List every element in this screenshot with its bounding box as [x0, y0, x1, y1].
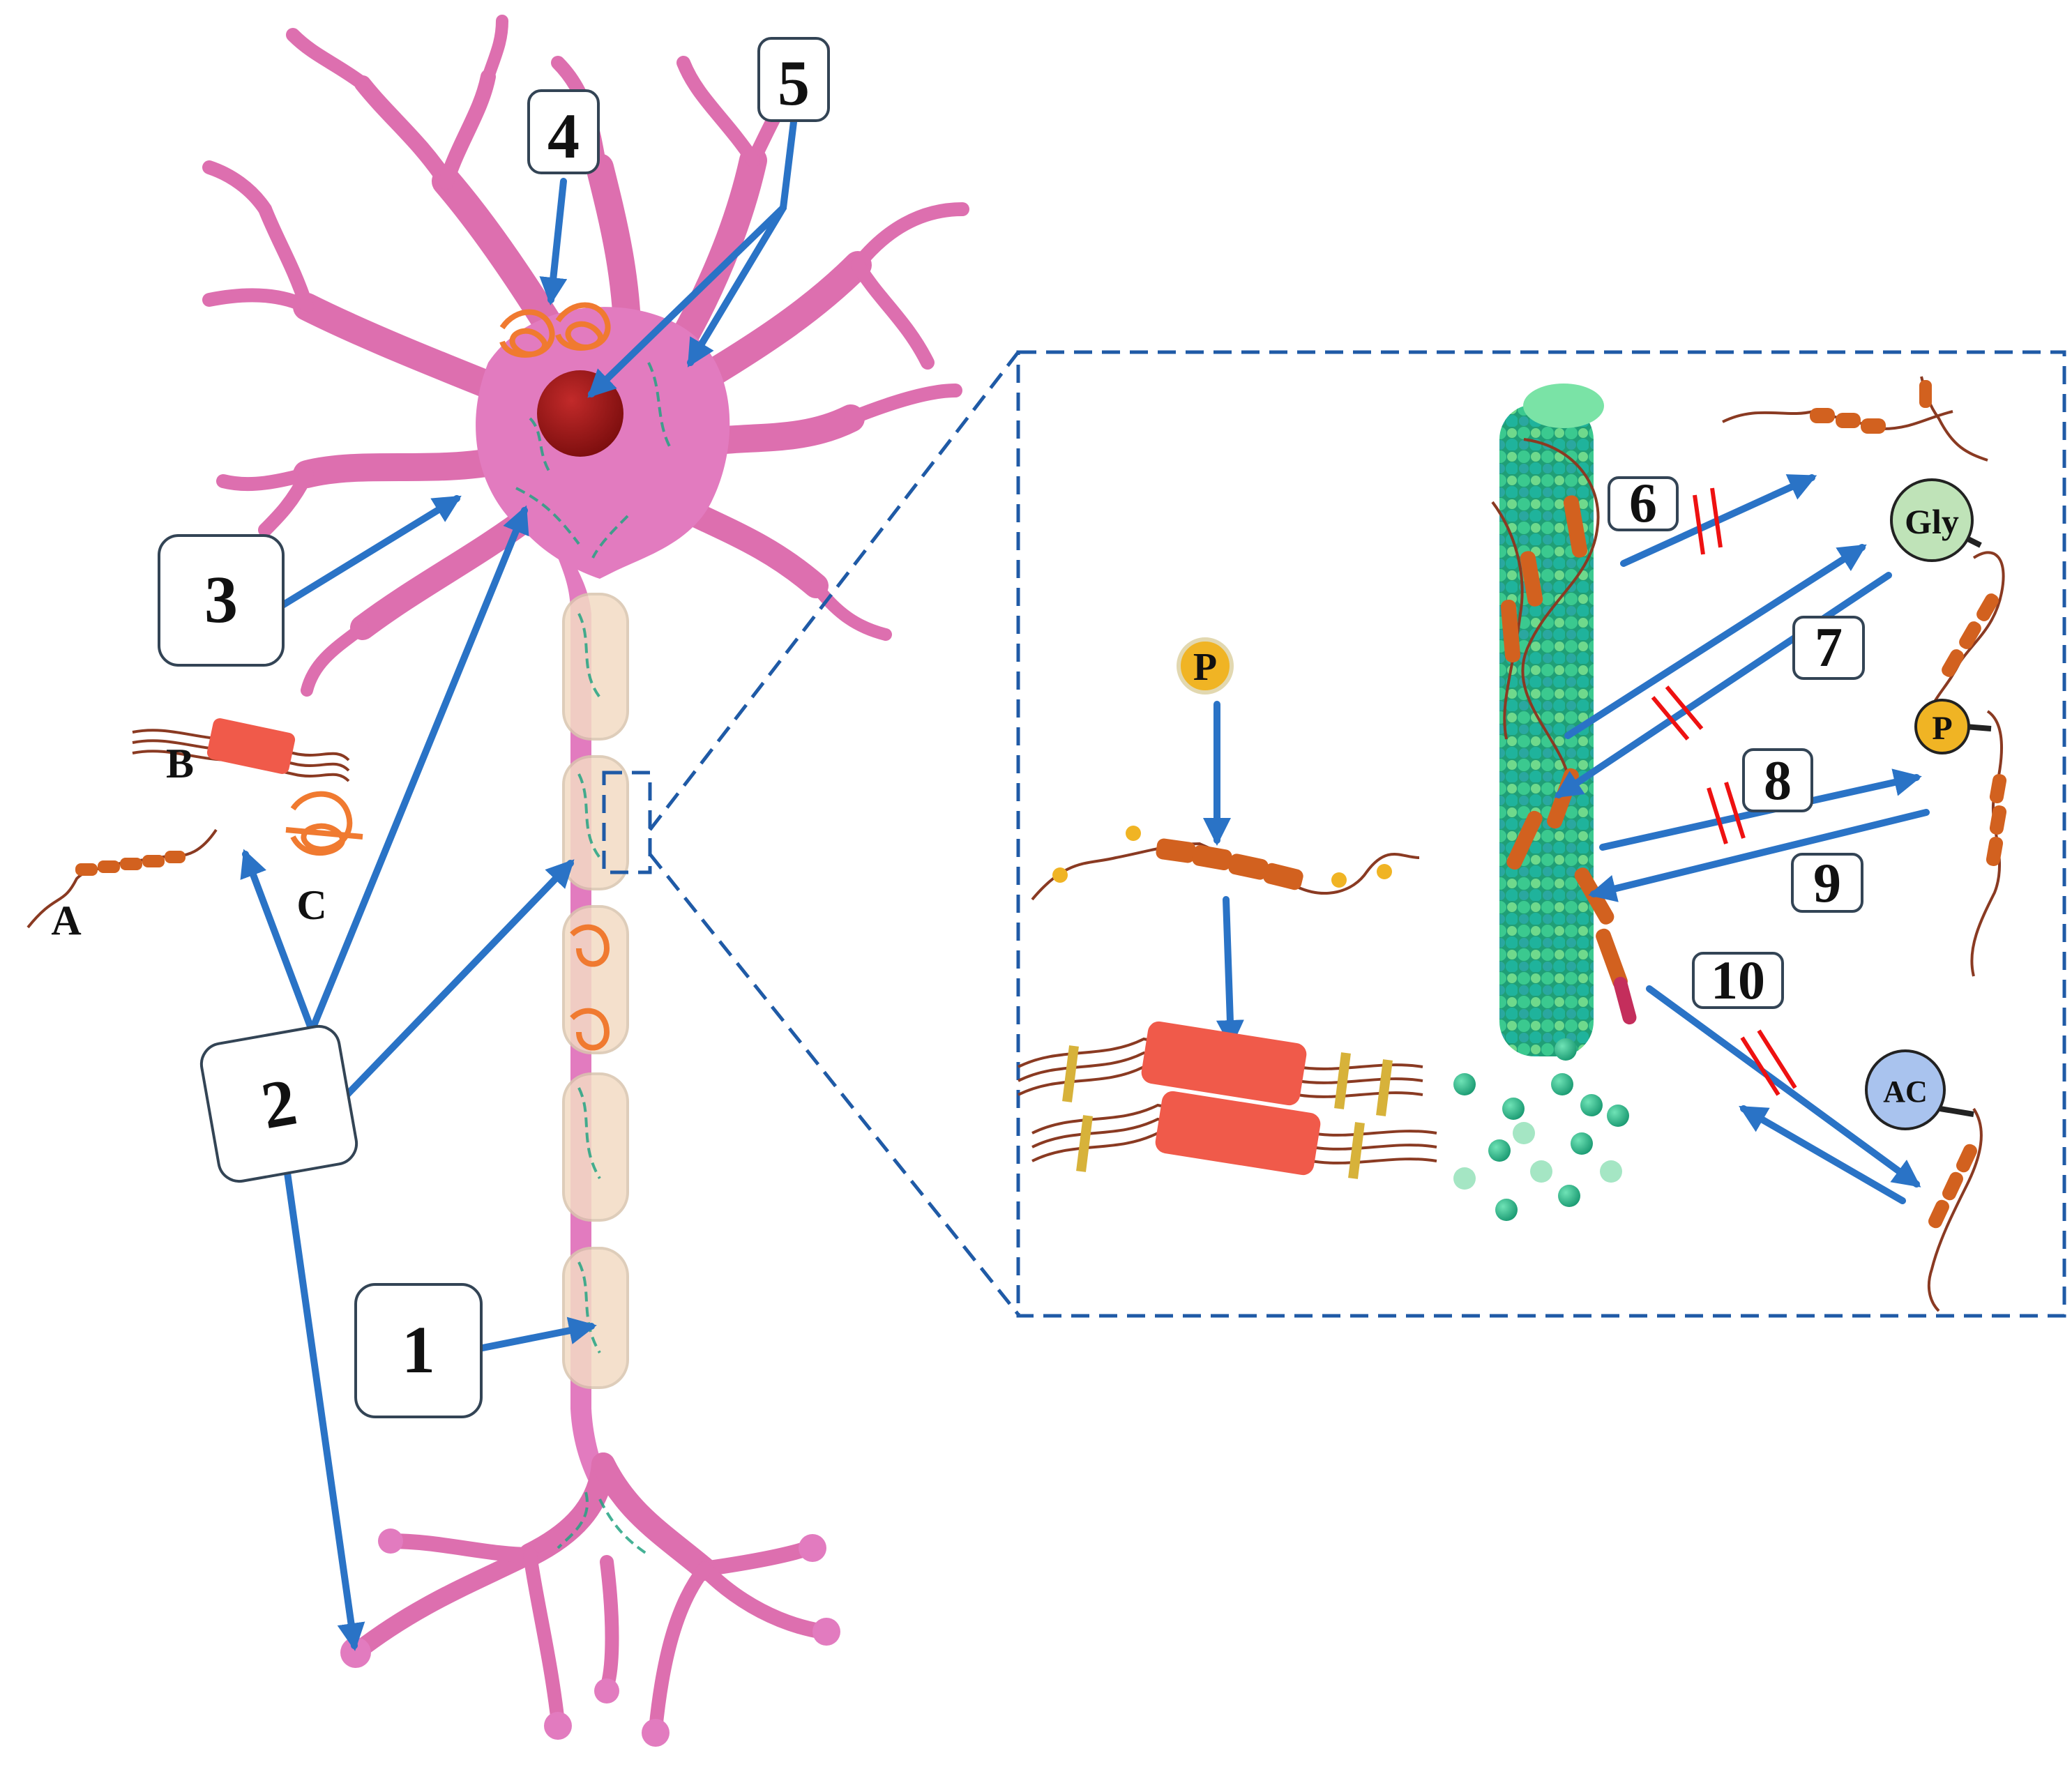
label-box-3: 3 — [158, 534, 285, 667]
species-a-monomer: A — [27, 828, 218, 943]
label-8: 8 — [1764, 750, 1792, 812]
label-box-7: 7 — [1792, 616, 1865, 680]
gly-label: Gly — [1905, 502, 1959, 541]
axon-zoom-box — [602, 771, 652, 874]
inset-panel: P — [1016, 350, 2066, 1318]
phospho-tau: P — [1914, 699, 2007, 977]
phosphate-right-label: P — [1932, 710, 1952, 747]
label-9: 9 — [1813, 853, 1841, 914]
inset-arrows — [1554, 474, 1930, 1204]
free-tau-right: Gly P AC — [1722, 376, 2007, 1312]
label-b: B — [166, 741, 194, 787]
neuron-number-labels: 1 2 3 4 5 — [158, 37, 830, 1418]
neuron-microtubules — [515, 362, 671, 1556]
neuron — [202, 15, 969, 1747]
myelin-sheaths — [562, 593, 629, 1389]
label-box-1: 1 — [354, 1283, 483, 1418]
phosphate-circle — [1177, 637, 1234, 695]
label-4: 4 — [547, 100, 580, 172]
label-box-4: 4 — [527, 89, 600, 174]
acetyl-label: AC — [1883, 1075, 1928, 1109]
label-a: A — [51, 897, 81, 943]
label-10: 10 — [1711, 950, 1765, 1010]
gly-circle — [1890, 478, 1974, 562]
neuron-arrows — [240, 119, 797, 1651]
phosphate-right-circle — [1914, 699, 1970, 754]
label-box-5: 5 — [757, 37, 830, 122]
label-box-9: 9 — [1791, 853, 1863, 914]
nucleus — [537, 370, 623, 457]
species-c-aggregate: C — [285, 791, 363, 928]
species-b-fibril: B — [132, 718, 350, 787]
acetyl-tau: AC — [1865, 1049, 1983, 1312]
label-c: C — [296, 882, 326, 928]
label-7: 7 — [1815, 617, 1843, 678]
label-box-6: 6 — [1608, 473, 1679, 534]
free-tubulin — [1453, 1038, 1629, 1221]
label-box-10: 10 — [1692, 950, 1784, 1010]
label-box-8: 8 — [1742, 748, 1813, 812]
label-6: 6 — [1629, 473, 1657, 534]
acetyl-circle — [1865, 1049, 1946, 1130]
zoom-line-bottom — [649, 853, 1020, 1316]
label-1: 1 — [402, 1312, 435, 1387]
tau-species-legend: A B C — [27, 718, 363, 943]
gly-tau: Gly — [1890, 478, 2005, 726]
label-5: 5 — [778, 47, 810, 119]
phosphate-label: P — [1193, 646, 1217, 689]
phospho-pathway: P — [1018, 637, 1437, 1179]
tau-fibril-bottom — [1031, 1091, 1437, 1179]
inset-number-labels: 6 7 8 9 10 — [1608, 473, 1865, 1010]
tau-fibril-top — [1018, 1021, 1423, 1116]
label-box-2: 2 — [199, 1024, 358, 1183]
axon-terminals — [340, 1452, 840, 1747]
soma-aggregates — [499, 302, 611, 358]
zoom-line-top — [649, 351, 1020, 831]
label-3: 3 — [204, 562, 238, 637]
